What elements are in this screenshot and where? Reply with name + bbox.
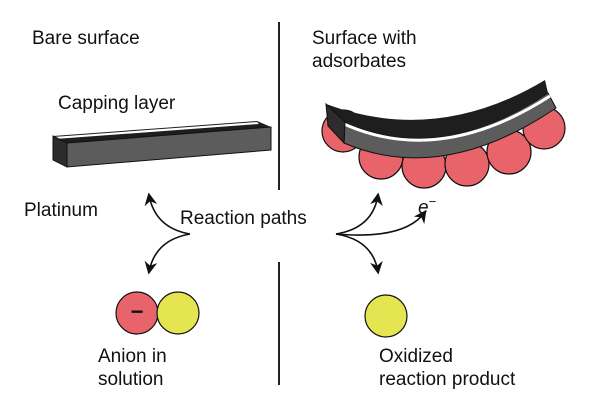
arrow-to-bare-surface [144,192,191,235]
counterpart-circle [156,291,200,335]
arrow-to-anion [144,233,191,275]
bare-slab-end [52,135,68,168]
surface-adsorbates-line2: adsorbates [312,51,407,72]
oxidized-line1: Oxidized [379,346,453,367]
electron-symbol: e [418,197,429,219]
arrow-to-electron [335,209,427,236]
platinum-label: Platinum [24,200,98,221]
bent-slab-end [325,102,346,145]
electron-label: e− [418,190,436,219]
anion-line2: solution [98,369,164,390]
oxidized-line2: reaction product [379,369,516,390]
capping-layer-label: Capping layer [58,93,176,114]
arrow-to-product [335,233,383,275]
surface-adsorbates-line1: Surface with [312,28,417,49]
arrow-to-adsorbed-surface [335,192,383,235]
bent-slab-top [326,80,548,139]
bent-slab [325,80,557,159]
bare-surface-label: Bare surface [32,28,140,49]
oxidized-product-label: Oxidized reaction product [379,345,515,391]
product-circle [364,294,408,338]
reaction-arrows [144,192,427,275]
surface-adsorbates-label: Surface with adsorbates [312,27,417,73]
anion-line1: Anion in [98,346,167,367]
reaction-paths-label: Reaction paths [180,208,307,229]
electron-charge: − [428,194,437,209]
bare-slab [52,121,272,168]
bent-slab-capping-stripe [343,94,551,142]
anion-charge: − [130,299,144,324]
anion-label: Anion in solution [98,345,167,391]
bare-slab-capping-stripe [53,122,259,139]
